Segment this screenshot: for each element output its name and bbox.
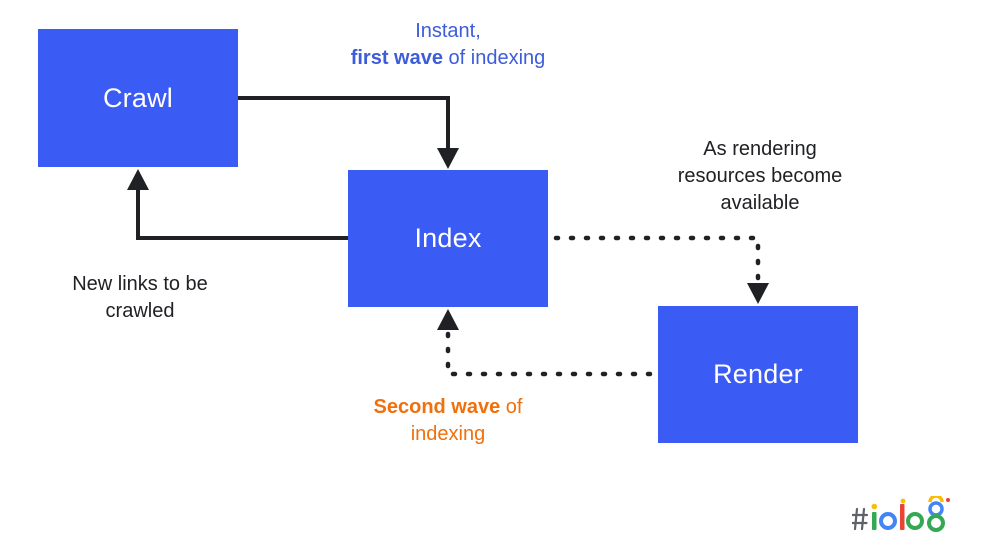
crawl-box: Crawl <box>38 29 238 167</box>
crawl-box-label: Crawl <box>102 82 173 113</box>
new-links-line2: crawled <box>105 300 175 322</box>
arrowhead-into-index-bottom <box>437 309 459 330</box>
arrowhead-into-render-top <box>747 283 769 304</box>
index-box: Index <box>348 170 548 307</box>
rendering-resources-annotation: As rendering resources become available <box>640 136 880 217</box>
first-wave-bold: first wave <box>350 47 443 69</box>
render-box-label: Render <box>713 359 803 389</box>
second-wave-annotation: Second wave of indexing <box>338 394 558 448</box>
second-wave-rest: of <box>500 396 523 418</box>
connector-crawl-to-index <box>238 96 450 150</box>
rendering-line2: resources become <box>677 165 843 187</box>
second-wave-line1: Second wave of <box>338 394 558 421</box>
second-wave-bold: Second wave <box>373 396 501 418</box>
first-wave-line1: Instant, <box>415 20 481 42</box>
second-wave-line2: indexing <box>410 423 486 445</box>
first-wave-line2: first wave of indexing <box>318 45 578 72</box>
arrowhead-into-crawl-bottom <box>127 169 149 190</box>
new-links-line1: New links to be <box>72 273 208 295</box>
connector-render-to-index <box>445 329 653 377</box>
arrowhead-into-index-top <box>437 148 459 169</box>
first-wave-rest: of indexing <box>442 47 546 69</box>
index-box-label: Index <box>414 223 482 253</box>
render-box: Render <box>658 306 858 443</box>
first-wave-annotation: Instant, first wave of indexing <box>318 18 578 72</box>
new-links-annotation: New links to be crawled <box>40 271 240 325</box>
connector-index-to-crawl <box>136 188 348 240</box>
rendering-line1: As rendering <box>703 138 817 160</box>
google-io-18-logo <box>852 496 950 532</box>
rendering-line3: available <box>720 192 800 214</box>
connector-index-to-render <box>553 235 761 283</box>
